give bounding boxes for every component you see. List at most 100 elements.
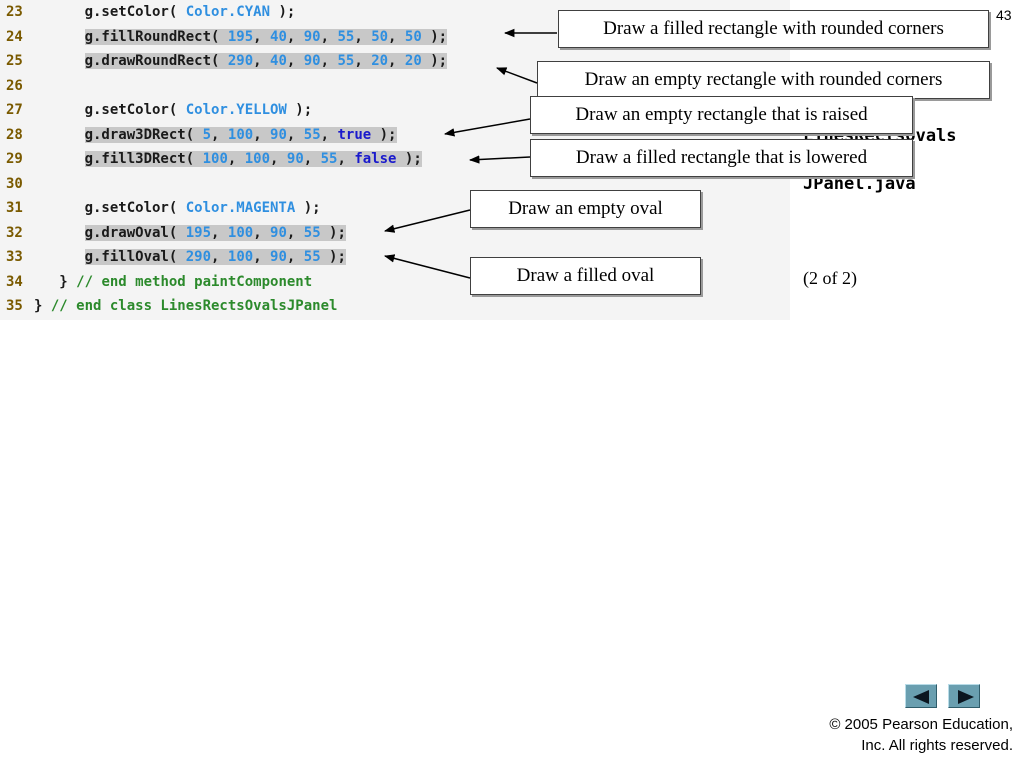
line-number: 35 [6,298,23,314]
code-text: g.drawOval( 195, 100, 90, 55 ); [34,221,346,245]
code-token [34,127,85,143]
code-line: 27 g.setColor( Color.YELLOW ); [0,98,790,122]
code-line: 34 } // end method paintComponent [0,270,790,294]
code-line: 25 g.drawRoundRect( 290, 40, 90, 55, 20,… [0,49,790,73]
code-token: 100 [227,126,254,143]
callout-draw-oval: Draw an empty oval [470,190,701,228]
code-token [34,249,85,265]
code-token: , [211,126,228,143]
code-token: , [253,224,271,241]
code-token: 20 [371,53,389,69]
copyright-line-2: Inc. All rights reserved. [861,737,1013,754]
code-token [34,151,85,167]
code-token: // end class LinesRectsOvalsJPanel [50,298,338,314]
code-token: } [34,273,77,290]
code-token: Color.MAGENTA [185,200,296,216]
code-token: 100 [227,249,254,265]
code-text: } // end method paintComponent [34,270,312,294]
code-token: ); [421,53,448,69]
code-token: , [286,224,304,241]
line-number: 26 [6,77,23,94]
line-number: 29 [6,151,23,167]
code-line: 23 g.setColor( Color.CYAN ); [0,0,790,24]
code-text: g.drawRoundRect( 290, 40, 90, 55, 20, 20… [34,49,448,73]
code-token [34,53,85,69]
code-token: 90 [303,28,321,45]
code-token: 50 [404,28,422,45]
line-number: 23 [6,4,23,20]
code-token: g.setColor( [34,102,186,118]
callout-draw-round-rect: Draw an empty rectangle with rounded cor… [537,61,990,99]
code-token: g.draw3DRect( [84,126,203,143]
code-token: 55 [337,28,355,45]
code-text: g.fillOval( 290, 100, 90, 55 ); [34,245,346,269]
code-token: 40 [270,28,287,45]
code-token: , [253,249,271,265]
code-text: g.setColor( Color.CYAN ); [34,0,296,24]
code-token: , [388,53,405,69]
line-number: 31 [6,200,23,216]
code-token: 195 [185,224,212,241]
code-token: g.fillRoundRect( [84,28,228,45]
code-token: 40 [270,53,287,69]
code-token: , [270,151,287,167]
code-token: , [320,28,338,45]
line-number: 24 [6,28,23,45]
previous-slide-button[interactable] [905,684,937,708]
code-token: , [388,28,405,45]
line-number: 25 [6,53,23,69]
code-token: 55 [320,151,338,167]
code-token: g.fillOval( [84,249,186,265]
code-token: 100 [244,151,271,167]
next-slide-button[interactable] [948,684,980,708]
code-token: , [253,28,271,45]
code-token: 55 [303,126,321,143]
code-token: 90 [286,151,304,167]
code-token: 100 [227,224,254,241]
file-name-line-2: JPanel.java [803,174,916,194]
callout-draw-3d-rect: Draw an empty rectangle that is raised [530,96,913,134]
line-number: 27 [6,102,23,118]
code-line: 30 [0,172,790,196]
code-token: , [286,28,304,45]
code-token: , [211,249,228,265]
code-token: ); [286,102,313,118]
code-token: g.setColor( [34,200,186,216]
line-number: 32 [6,224,23,241]
code-token: 55 [303,224,321,241]
code-token: g.fill3DRect( [84,151,203,167]
code-token: 90 [270,126,287,143]
code-token: g.drawRoundRect( [84,53,228,69]
code-token: , [320,53,338,69]
callout-fill-round-rect: Draw a filled rectangle with rounded cor… [558,10,989,48]
code-line: 32 g.drawOval( 195, 100, 90, 55 ); [0,221,790,245]
code-token: 5 [202,126,212,143]
code-token: , [303,151,321,167]
code-line: 31 g.setColor( Color.MAGENTA ); [0,196,790,220]
code-token: ); [320,224,346,241]
code-token: g.drawOval( [84,224,186,241]
line-number: 30 [6,175,23,192]
code-token: ); [320,249,346,265]
code-token: 195 [227,28,254,45]
code-token: 290 [227,53,254,69]
code-token: ); [421,28,448,45]
code-token: ); [295,200,321,216]
code-token: 55 [303,249,321,265]
code-token: , [227,151,245,167]
code-token: Color.CYAN [185,4,271,20]
code-token [34,225,85,241]
code-token: , [320,126,338,143]
line-number: 34 [6,273,23,290]
code-token: 50 [371,28,389,45]
triangle-left-icon [913,690,929,704]
code-token: 90 [270,249,287,265]
code-line: 26 [0,74,790,98]
code-token: // end method paintComponent [76,273,313,290]
code-text: g.draw3DRect( 5, 100, 90, 55, true ); [34,123,397,147]
line-number: 33 [6,249,23,265]
code-token: , [354,28,372,45]
code-token: ); [396,151,422,167]
code-text: } // end class LinesRectsOvalsJPanel [34,294,337,318]
code-text: g.fill3DRect( 100, 100, 90, 55, false ); [34,147,422,171]
